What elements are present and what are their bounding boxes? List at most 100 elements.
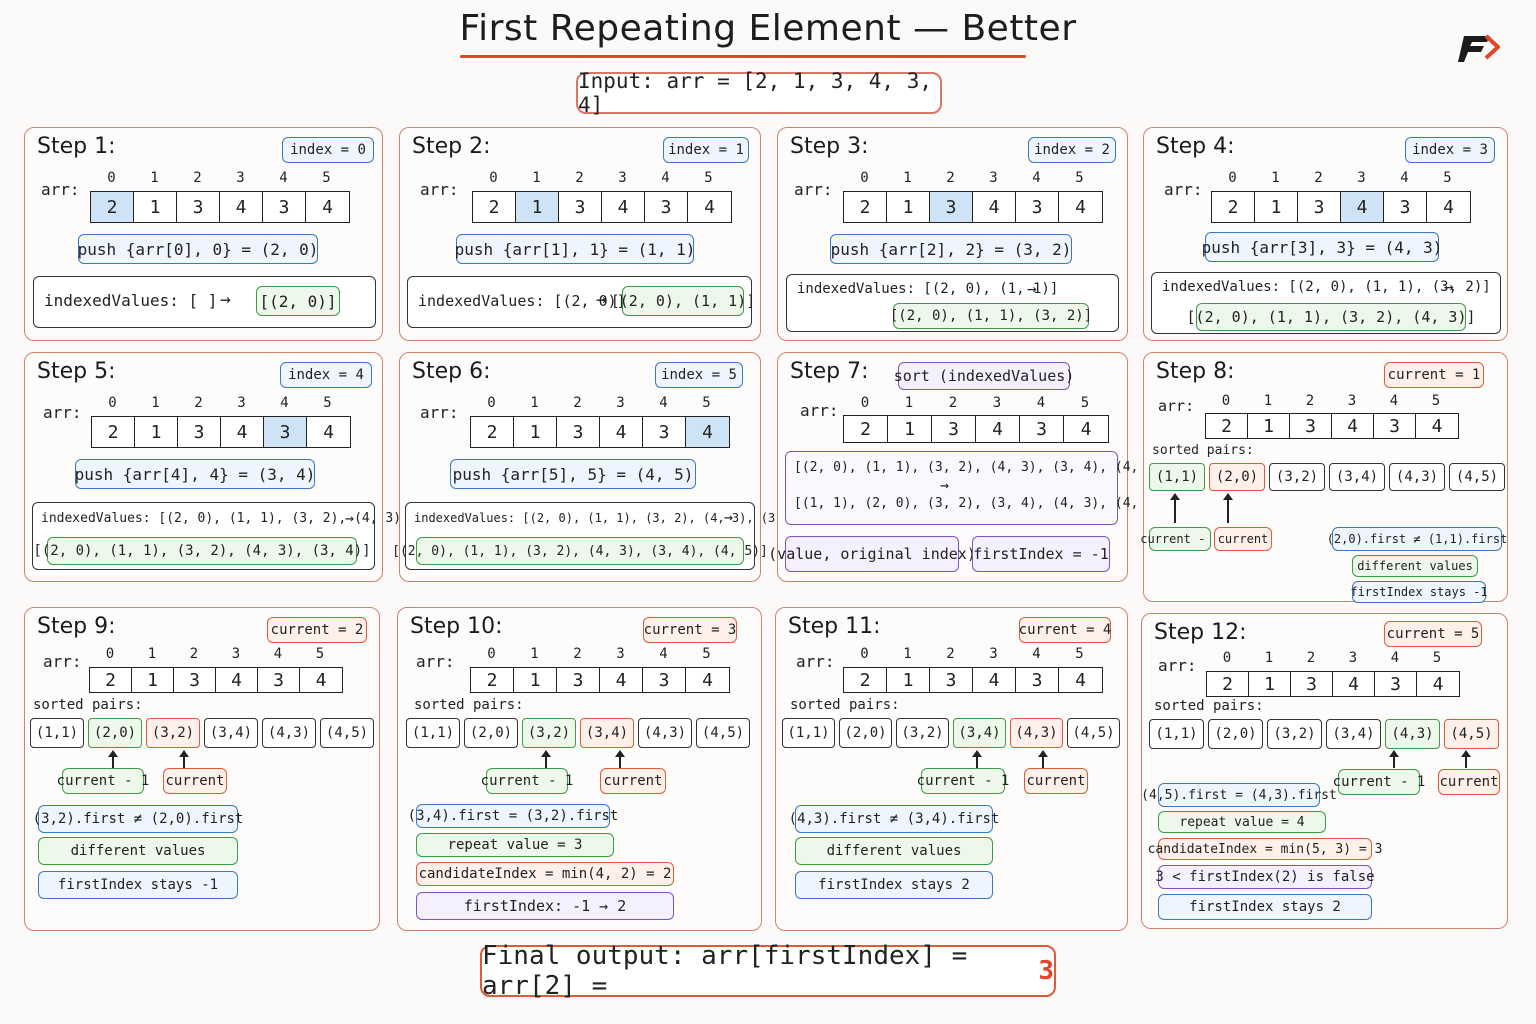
array-cell: 3 xyxy=(930,192,973,222)
index-label: 5 xyxy=(1432,650,1442,666)
index-label: 4 xyxy=(659,646,668,662)
step-title: Step 9: xyxy=(37,614,116,639)
array-cell: 2 xyxy=(90,668,132,692)
sorted-pairs: (1,1)(2,0)(3,2)(3,4)(4,3)(4,5) xyxy=(1149,463,1505,491)
array-cell: 1 xyxy=(887,192,930,222)
array-cell: 3 xyxy=(557,417,600,447)
index-label: 2 xyxy=(946,646,955,662)
index-label: 0 xyxy=(860,395,870,411)
logo-icon xyxy=(1458,34,1500,62)
index-label: 5 xyxy=(702,646,711,662)
array-cell: 4 xyxy=(973,668,1016,692)
sorted-pairs-label: sorted pairs: xyxy=(1154,698,1264,714)
array-cell: 3 xyxy=(1374,414,1416,438)
array-cell: 3 xyxy=(174,668,216,692)
compare-note: (2,0).first ≠ (1,1).first xyxy=(1327,527,1507,551)
result-note: different values xyxy=(1352,555,1478,577)
indexed-values-new: [(2, 0), (1, 1), (3, 2), (4, 3), (3, 4)] xyxy=(33,537,371,565)
array-cell: 4 xyxy=(1341,192,1384,222)
arrow-up-icon xyxy=(615,750,625,770)
index-label: 1 xyxy=(903,170,912,186)
index-label: 0 xyxy=(487,395,496,411)
index-label: 0 xyxy=(487,646,496,662)
arrow-up-icon xyxy=(1170,493,1180,523)
sorted-pairs-label: sorted pairs: xyxy=(414,697,524,713)
sorted-pair: (3,4) xyxy=(1326,719,1381,749)
array-cell: 4 xyxy=(1431,415,1443,437)
sorted-pair: (1,1) xyxy=(30,718,84,748)
array-cell: 4 xyxy=(702,669,713,691)
array-cell: 3 xyxy=(263,192,306,222)
step-title: Step 4: xyxy=(1156,134,1235,159)
sorted-pair: (4,5) xyxy=(1067,718,1120,748)
array-cell: 1 xyxy=(1249,672,1291,696)
index-label: 1 xyxy=(904,395,914,411)
arrow-icon: → xyxy=(940,476,950,494)
arrow-up-icon xyxy=(108,750,118,770)
sorted-pair: (2,0) xyxy=(464,718,518,748)
current-badge: current = 4 xyxy=(1019,617,1111,643)
index-label: 3 xyxy=(989,170,998,186)
array-cell: 1 xyxy=(514,668,557,692)
push-label: push {arr[2], 2} = (3, 2) xyxy=(830,234,1072,264)
index-label: 3 xyxy=(236,170,245,186)
index-label: 0 xyxy=(860,646,869,662)
array-cell: 4 xyxy=(315,669,327,691)
array-cell: 4 xyxy=(976,416,1020,442)
index-label: 1 xyxy=(532,170,541,186)
indexed-values-box: indexedValues: [(2, 0), (1, 1), (3, 2), … xyxy=(392,502,811,570)
index-label: 1 xyxy=(1263,393,1273,409)
step-title: Step 5: xyxy=(37,359,116,384)
array-cell: 3 xyxy=(1290,414,1332,438)
array-cell: 1 xyxy=(132,668,174,692)
index-badge: index = 0 xyxy=(282,137,374,163)
indexed-values-label: indexedValues: [(2, 0), (1, 1), (3, 2)] xyxy=(1162,279,1491,295)
index-label: 2 xyxy=(573,646,582,662)
sort-badge: sort (indexedValues) xyxy=(894,362,1074,390)
array-cell: 3 xyxy=(643,417,686,447)
index-label: 3 xyxy=(237,395,246,411)
array-cell: 3 xyxy=(1384,192,1427,222)
repeat-note: repeat value = 3 xyxy=(416,833,614,857)
array-cell: 3 xyxy=(643,668,686,692)
index-label: 4 xyxy=(273,646,283,662)
indexed-values-new: [(2, 0), (1, 1), (3, 2)] xyxy=(890,303,1092,329)
compare-note: (3,2).first ≠ (2,0).first xyxy=(33,805,243,833)
arrow-icon: → xyxy=(220,289,231,310)
sorted-pair: (4,5) xyxy=(320,718,374,748)
arr-label: arr: xyxy=(41,180,80,199)
index-label: 2 xyxy=(193,170,202,186)
array-cell: 3 xyxy=(1375,672,1417,696)
array-cell: 3 xyxy=(178,417,221,447)
first-index-note: firstIndex stays 2 xyxy=(795,871,993,899)
index-badge: index = 5 xyxy=(655,362,743,388)
sorted-pair: (3,4) xyxy=(1329,463,1385,491)
arrow-icon: → xyxy=(345,509,355,527)
step-title: Step 7: xyxy=(790,359,869,384)
arrow-up-icon xyxy=(1461,750,1471,768)
array-cell: 3 xyxy=(1291,672,1333,696)
indexed-values-new: [(2, 0)] xyxy=(256,286,340,316)
sorted-pair: (3,4) xyxy=(580,718,634,748)
index-label: 5 xyxy=(702,395,711,411)
index-label: 2 xyxy=(946,170,955,186)
step-title: Step 1: xyxy=(37,134,116,159)
array-cell: 4 xyxy=(322,196,333,218)
index-label: 5 xyxy=(1075,170,1084,186)
sorted-pair: (3,4) xyxy=(204,718,258,748)
step-title: Step 8: xyxy=(1156,359,1235,384)
index-label: 4 xyxy=(1389,393,1399,409)
sorted-pairs: (1,1)(2,0)(3,2)(3,4)(4,3)(4,5) xyxy=(1149,719,1499,749)
index-label: 5 xyxy=(315,646,325,662)
array-cell: 3 xyxy=(1016,192,1059,222)
index-badge: index = 2 xyxy=(1028,137,1116,163)
sorted-pair: (4,3) xyxy=(262,718,316,748)
